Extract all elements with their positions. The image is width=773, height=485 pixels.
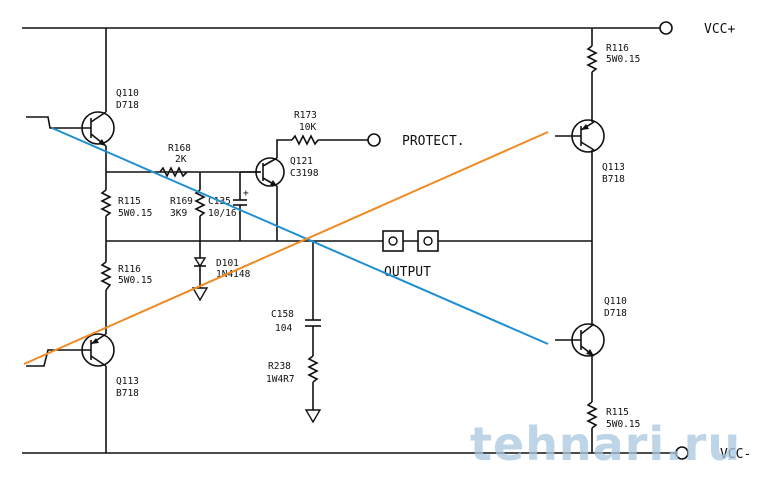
svg-text:3K9: 3K9	[170, 208, 187, 219]
vcc-minus-rail	[22, 446, 689, 460]
svg-text:R115: R115	[606, 407, 629, 418]
protect-terminal	[367, 133, 381, 147]
svg-text:D718: D718	[116, 100, 139, 111]
svg-text:R169: R169	[170, 196, 193, 207]
svg-text:Q121: Q121	[290, 156, 313, 167]
svg-text:Q110: Q110	[116, 88, 139, 99]
r238-resistor	[307, 355, 319, 383]
r168-resistor	[159, 166, 188, 178]
svg-text:R168: R168	[168, 143, 191, 154]
svg-text:10K: 10K	[299, 122, 316, 133]
svg-text:+: +	[243, 188, 249, 199]
svg-text:10/16: 10/16	[208, 208, 237, 219]
q121-transistor	[255, 157, 285, 187]
svg-text:R238: R238	[268, 361, 291, 372]
r238-label: R238 1W4R7	[266, 361, 295, 385]
svg-text:1W4R7: 1W4R7	[266, 374, 295, 385]
svg-text:Q113: Q113	[116, 376, 139, 387]
q121-label: Q121 C3198	[290, 156, 319, 179]
zobel-ground-symbol	[304, 409, 322, 424]
d101-ground-symbol	[191, 287, 209, 302]
r116-right-resistor	[586, 45, 598, 73]
svg-text:5W0.15: 5W0.15	[118, 275, 152, 286]
svg-text:R116: R116	[118, 264, 141, 275]
svg-text:Q113: Q113	[602, 162, 625, 173]
vcc-minus-label: VCC-	[720, 447, 751, 462]
svg-text:Q110: Q110	[604, 296, 627, 307]
svg-text:5W0.15: 5W0.15	[606, 54, 640, 65]
d101-label: D101 1N4148	[216, 258, 251, 280]
r115-left-resistor	[100, 189, 112, 217]
output-connector	[382, 230, 439, 252]
vcc-plus-label: VCC+	[704, 22, 735, 37]
orange-overlay-line	[23, 131, 549, 365]
svg-text:104: 104	[275, 323, 292, 334]
svg-text:R173: R173	[294, 110, 317, 121]
svg-text:B718: B718	[116, 388, 139, 399]
r116-right-label: R116 5W0.15	[606, 43, 640, 65]
c158-label: C158 104	[271, 309, 294, 334]
c135-capacitor: +	[233, 188, 249, 206]
r169-resistor	[194, 189, 206, 217]
r116-left-label: R116 5W0.15	[118, 264, 152, 286]
r173-label: R173 10K	[294, 110, 317, 133]
r169-label: R169 3K9	[170, 196, 193, 219]
q121-collector-wire	[276, 139, 292, 158]
protect-label: PROTECT.	[402, 134, 465, 149]
r115-right-resistor	[586, 401, 598, 429]
svg-text:2K: 2K	[175, 154, 187, 165]
r115-left-label: R115 5W0.15	[118, 196, 152, 219]
r173-resistor	[291, 134, 319, 146]
svg-text:R115: R115	[118, 196, 141, 207]
svg-text:D101: D101	[216, 258, 239, 269]
left-input-top-wire	[26, 116, 91, 129]
svg-text:C3198: C3198	[290, 168, 319, 179]
output-label: OUTPUT	[384, 265, 431, 280]
q110-right-label: Q110 D718	[604, 296, 627, 319]
q113-right-label: Q113 B718	[602, 162, 625, 185]
left-input-bottom-wire	[26, 349, 91, 367]
svg-text:C158: C158	[271, 309, 294, 320]
svg-text:D718: D718	[604, 308, 627, 319]
svg-text:R116: R116	[606, 43, 629, 54]
r168-label: R168 2K	[168, 143, 191, 165]
d101-diode	[193, 257, 207, 268]
svg-text:5W0.15: 5W0.15	[606, 419, 640, 430]
q110-left-transistor	[81, 111, 115, 147]
watermark-text: tehnari.ru	[470, 417, 741, 471]
c158-capacitor	[305, 319, 321, 327]
svg-text:B718: B718	[602, 174, 625, 185]
svg-text:5W0.15: 5W0.15	[118, 208, 152, 219]
r115-right-label: R115 5W0.15	[606, 407, 640, 430]
blue-overlay-line	[51, 127, 549, 345]
r116-left-resistor	[100, 261, 112, 291]
svg-text:1N4148: 1N4148	[216, 269, 251, 280]
q110-left-label: Q110 D718	[116, 88, 139, 111]
vcc-plus-rail	[22, 21, 673, 35]
q113-left-label: Q113 B718	[116, 376, 139, 399]
